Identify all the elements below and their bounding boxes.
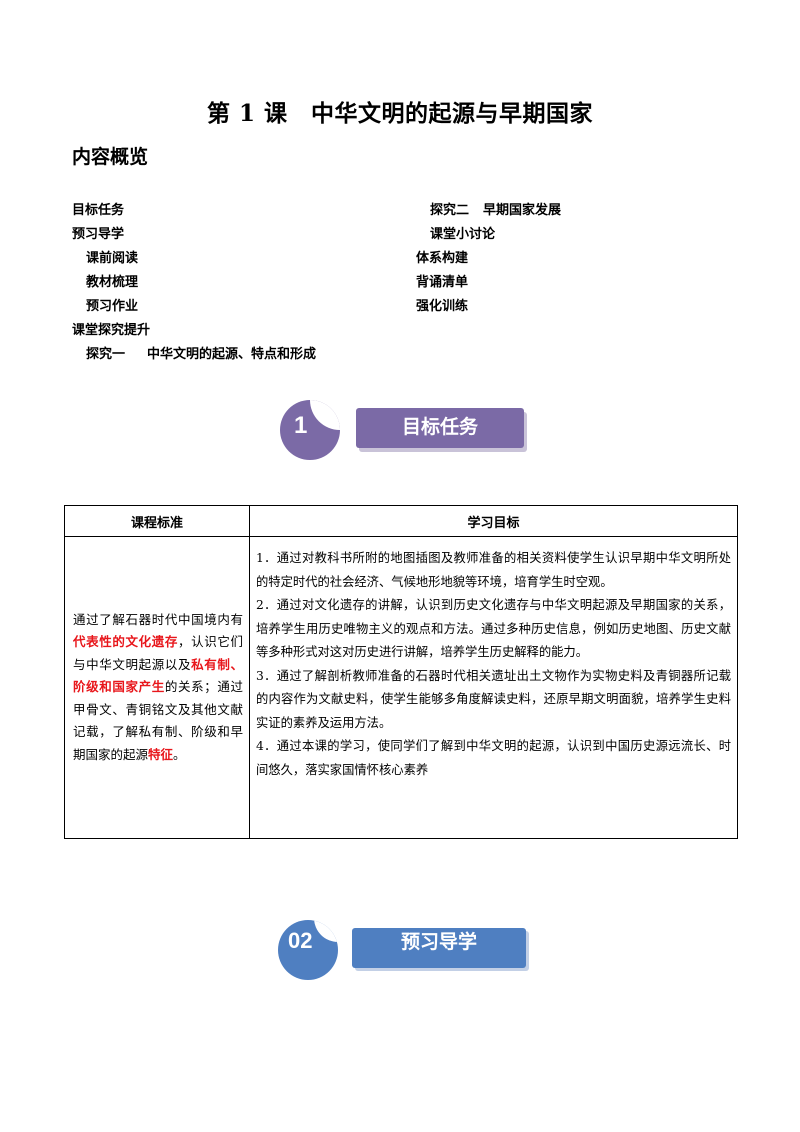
lesson-title: 第 1 课 中华文明的起源与早期国家: [206, 100, 594, 127]
std-text: 的关系；通过甲骨文、青铜铭文及其他文献记载，了解私有制、阶级和早期国家的起源: [73, 679, 243, 762]
toc-inquiry-1-title: 中华文明的起源、特点和形成: [147, 347, 317, 362]
objective-item: 1．通过对教科书所附的地图插图及教师准备的相关资料使学生认识早期中华文明所处的特…: [256, 551, 731, 589]
toc-item-system[interactable]: 体系构建: [416, 251, 469, 266]
toc-item-inquiry-1[interactable]: 探究一 中华文明的起源、特点和形成: [86, 347, 316, 363]
toc-item-preview[interactable]: 预习导学: [72, 227, 125, 242]
header-objectives: 学习目标: [249, 505, 738, 537]
toc-item-goals[interactable]: 目标任务: [72, 203, 125, 218]
toc-item-inquiry-2[interactable]: 探究二早期国家发展: [430, 203, 561, 219]
banner-number: 02: [288, 928, 313, 953]
std-highlight: 私有制、阶级和国家产生: [73, 656, 243, 695]
toc-inquiry-2-title: 早期国家发展: [483, 203, 562, 218]
overview-heading: 内容概览: [72, 146, 149, 168]
std-text: ，认识它们与中华文明起源以及: [73, 634, 243, 672]
toc-item-textbook[interactable]: 教材梳理: [86, 275, 139, 290]
banner-label: 目标任务: [356, 408, 524, 448]
banner-circle: [278, 920, 338, 980]
curriculum-standard: 通过了解石器时代中国境内有代表性的文化遗存，认识它们与中华文明起源以及私有制、阶…: [64, 536, 250, 839]
toc-item-discussion[interactable]: 课堂小讨论: [430, 227, 496, 242]
goals-table: 课程标准 学习目标 通过了解石器时代中国境内有代表性的文化遗存，认识它们与中华文…: [64, 505, 738, 839]
toc-item-training[interactable]: 强化训练: [416, 299, 469, 314]
objective-item: 2．通过对文化遗存的讲解，认识到历史文化遗存与中华文明起源及早期国家的关系，培养…: [256, 598, 731, 659]
header-standard: 课程标准: [64, 505, 250, 537]
banner-circle: [280, 400, 340, 460]
toc-item-recitation[interactable]: 背诵清单: [416, 275, 469, 290]
std-text: 通过了解石器时代中国境内有: [73, 611, 243, 627]
toc-item-homework[interactable]: 预习作业: [86, 299, 139, 314]
section-banner-preview: 02 预习导学: [278, 916, 530, 984]
std-text: 。: [173, 746, 186, 762]
banner-number: 1: [294, 412, 308, 439]
std-highlight: 代表性的文化遗存: [73, 634, 178, 650]
toc-item-class-inquiry[interactable]: 课堂探究提升: [72, 323, 151, 338]
std-highlight: 特征: [148, 746, 174, 762]
objective-item: 3．通过了解剖析教师准备的石器时代相关遗址出土文物作为实物史料及青铜器所记载的内…: [256, 668, 731, 730]
section-banner-goals: 1 目标任务: [280, 398, 528, 464]
toc-inquiry-2-label: 探究二: [430, 203, 470, 218]
objective-item: 4．通过本课的学习，使同学们了解到中华文明的起源，认识到中国历史源远流长、时间悠…: [256, 739, 731, 777]
toc-inquiry-1-label: 探究一: [86, 347, 126, 362]
banner-label: 预习导学: [352, 928, 526, 968]
toc-item-pre-reading[interactable]: 课前阅读: [86, 251, 139, 266]
learning-objectives: 1．通过对教科书所附的地图插图及教师准备的相关资料使学生认识早期中华文明所处的特…: [249, 536, 738, 839]
